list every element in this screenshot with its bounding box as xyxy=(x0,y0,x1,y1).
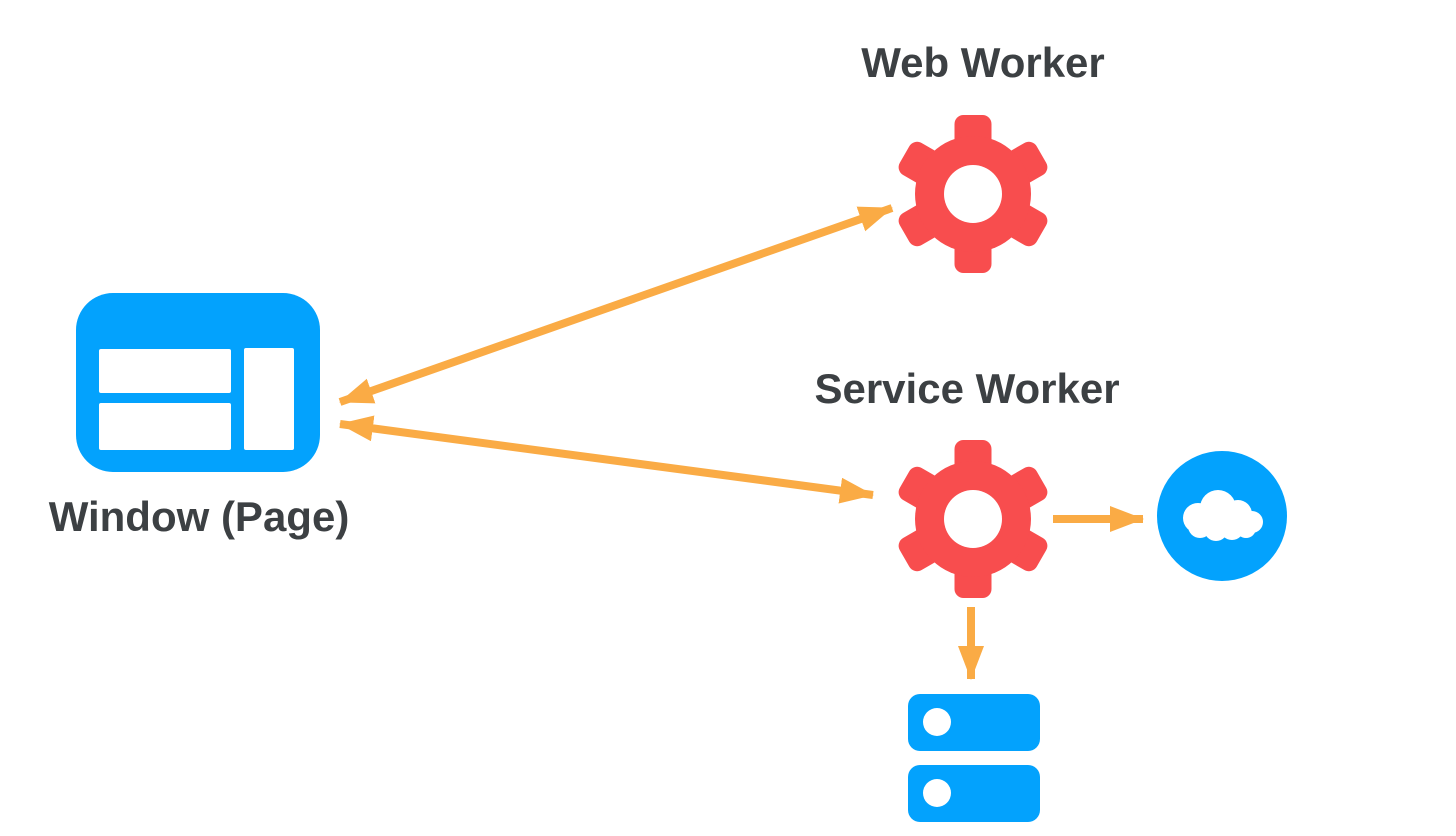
cloud-icon xyxy=(1157,451,1287,581)
service-worker-label: Service Worker xyxy=(814,365,1120,412)
window-page-label: Window (Page) xyxy=(48,493,350,540)
database-icon xyxy=(908,694,1040,822)
browser-window-icon xyxy=(76,293,320,472)
web-worker-label: Web Worker xyxy=(861,39,1105,86)
web-worker-gear-icon xyxy=(895,115,1051,273)
service-worker-gear-icon xyxy=(895,440,1051,598)
arrow-window-web-worker xyxy=(338,204,894,406)
arrow-window-service-worker xyxy=(339,415,874,504)
diagram-edges xyxy=(338,204,1144,680)
